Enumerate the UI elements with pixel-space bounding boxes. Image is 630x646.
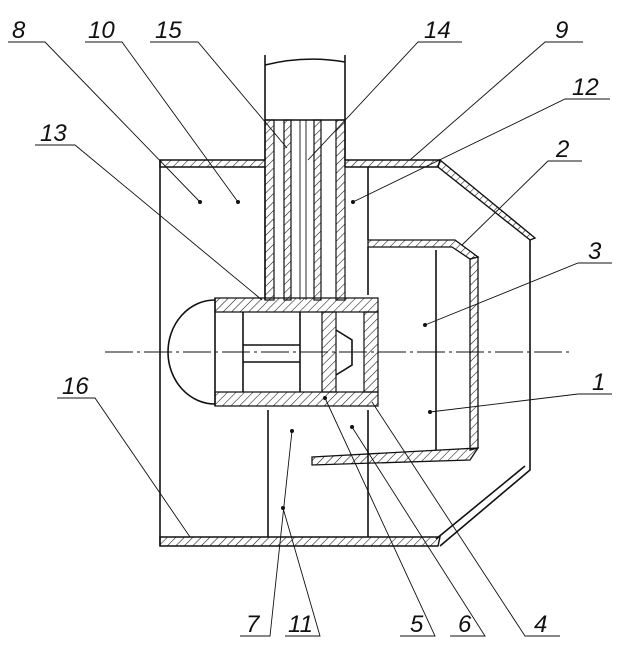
cup-top-wall: [368, 240, 478, 259]
leader-16: [57, 398, 190, 537]
pipe-break-line: [265, 59, 345, 65]
pipe-wall-left: [265, 120, 274, 300]
label-5: 5: [410, 611, 424, 638]
leader-lines: [8, 42, 612, 636]
label-1: 1: [592, 369, 605, 396]
inner-tube-left: [284, 120, 291, 300]
label-15: 15: [155, 17, 182, 44]
label-13: 13: [40, 120, 67, 147]
label-9: 9: [555, 17, 568, 44]
right-outer-wall: [440, 240, 530, 546]
leader-13: [35, 145, 262, 300]
label-2: 2: [555, 136, 569, 163]
label-16: 16: [62, 373, 89, 400]
label-10: 10: [88, 17, 115, 44]
leader-10: [85, 42, 238, 202]
label-7: 7: [246, 611, 261, 638]
top-wall-right: [345, 160, 440, 167]
nozzle-body-bottom: [215, 392, 378, 406]
leader-8: [8, 42, 200, 202]
leader-3: [425, 263, 612, 325]
leader-4: [372, 402, 560, 636]
nozzle-cone: [336, 330, 352, 375]
cup-right-wall: [470, 257, 478, 450]
slanted-wall-upper: [438, 160, 535, 240]
cup-bottom-wall: [312, 448, 478, 465]
label-11: 11: [288, 611, 313, 638]
slanted-wall-lower-inner: [436, 466, 525, 539]
label-12: 12: [572, 74, 599, 101]
bottom-wall: [160, 537, 440, 546]
leader-1: [430, 394, 612, 412]
label-3: 3: [588, 238, 602, 265]
pipe-wall-right: [336, 120, 345, 300]
pipe-assembly: [265, 55, 345, 300]
top-wall: [160, 160, 265, 167]
label-6: 6: [458, 611, 472, 638]
leader-5: [325, 398, 435, 636]
leader-7: [240, 431, 292, 636]
leader-12: [353, 99, 610, 202]
housing-walls: [160, 160, 535, 546]
label-8: 8: [12, 17, 26, 44]
label-4: 4: [534, 611, 547, 638]
nozzle-body-top: [215, 298, 378, 312]
label-14: 14: [424, 17, 451, 44]
